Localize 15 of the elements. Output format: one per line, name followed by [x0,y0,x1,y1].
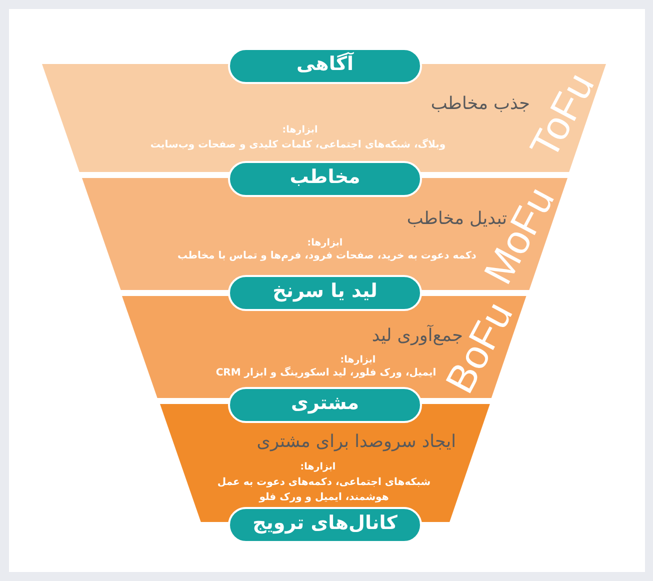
tools-caption: ابزارها: [282,124,318,136]
tools-caption: ابزارها: [307,238,343,248]
stage-pill: مشتری [228,387,422,423]
tools-caption: ابزارها: [300,462,336,472]
stage-heading: ایجاد سروصدا برای مشتری [256,432,456,452]
stage-heading: جذب مخاطب [430,94,530,114]
tools-list: ایمیل، ورک فلور، لید اسکورینگ و ابزار CRM [216,368,436,378]
stage-pill: آگاهی [228,48,422,84]
stage-pill: لید یا سرنخ [228,275,422,311]
tools-list: دکمه دعوت به خرید، صفحات فرود، فرم‌ها و تماس با مخاطب [178,250,476,262]
stage-pill: مخاطب [228,161,422,197]
tools-caption: ابزارها: [340,354,376,366]
stage-pill: کانال‌های ترویج [228,507,422,543]
tools-list: وبلاگ، شبکه‌های اجتماعی، کلمات کلیدی و صفحات وب‌سایت [150,140,446,150]
tools-list: شبکه‌های اجتماعی، دکمه‌های دعوت به عمل هوشمند، ایمیل و ورک فلو [206,475,442,505]
